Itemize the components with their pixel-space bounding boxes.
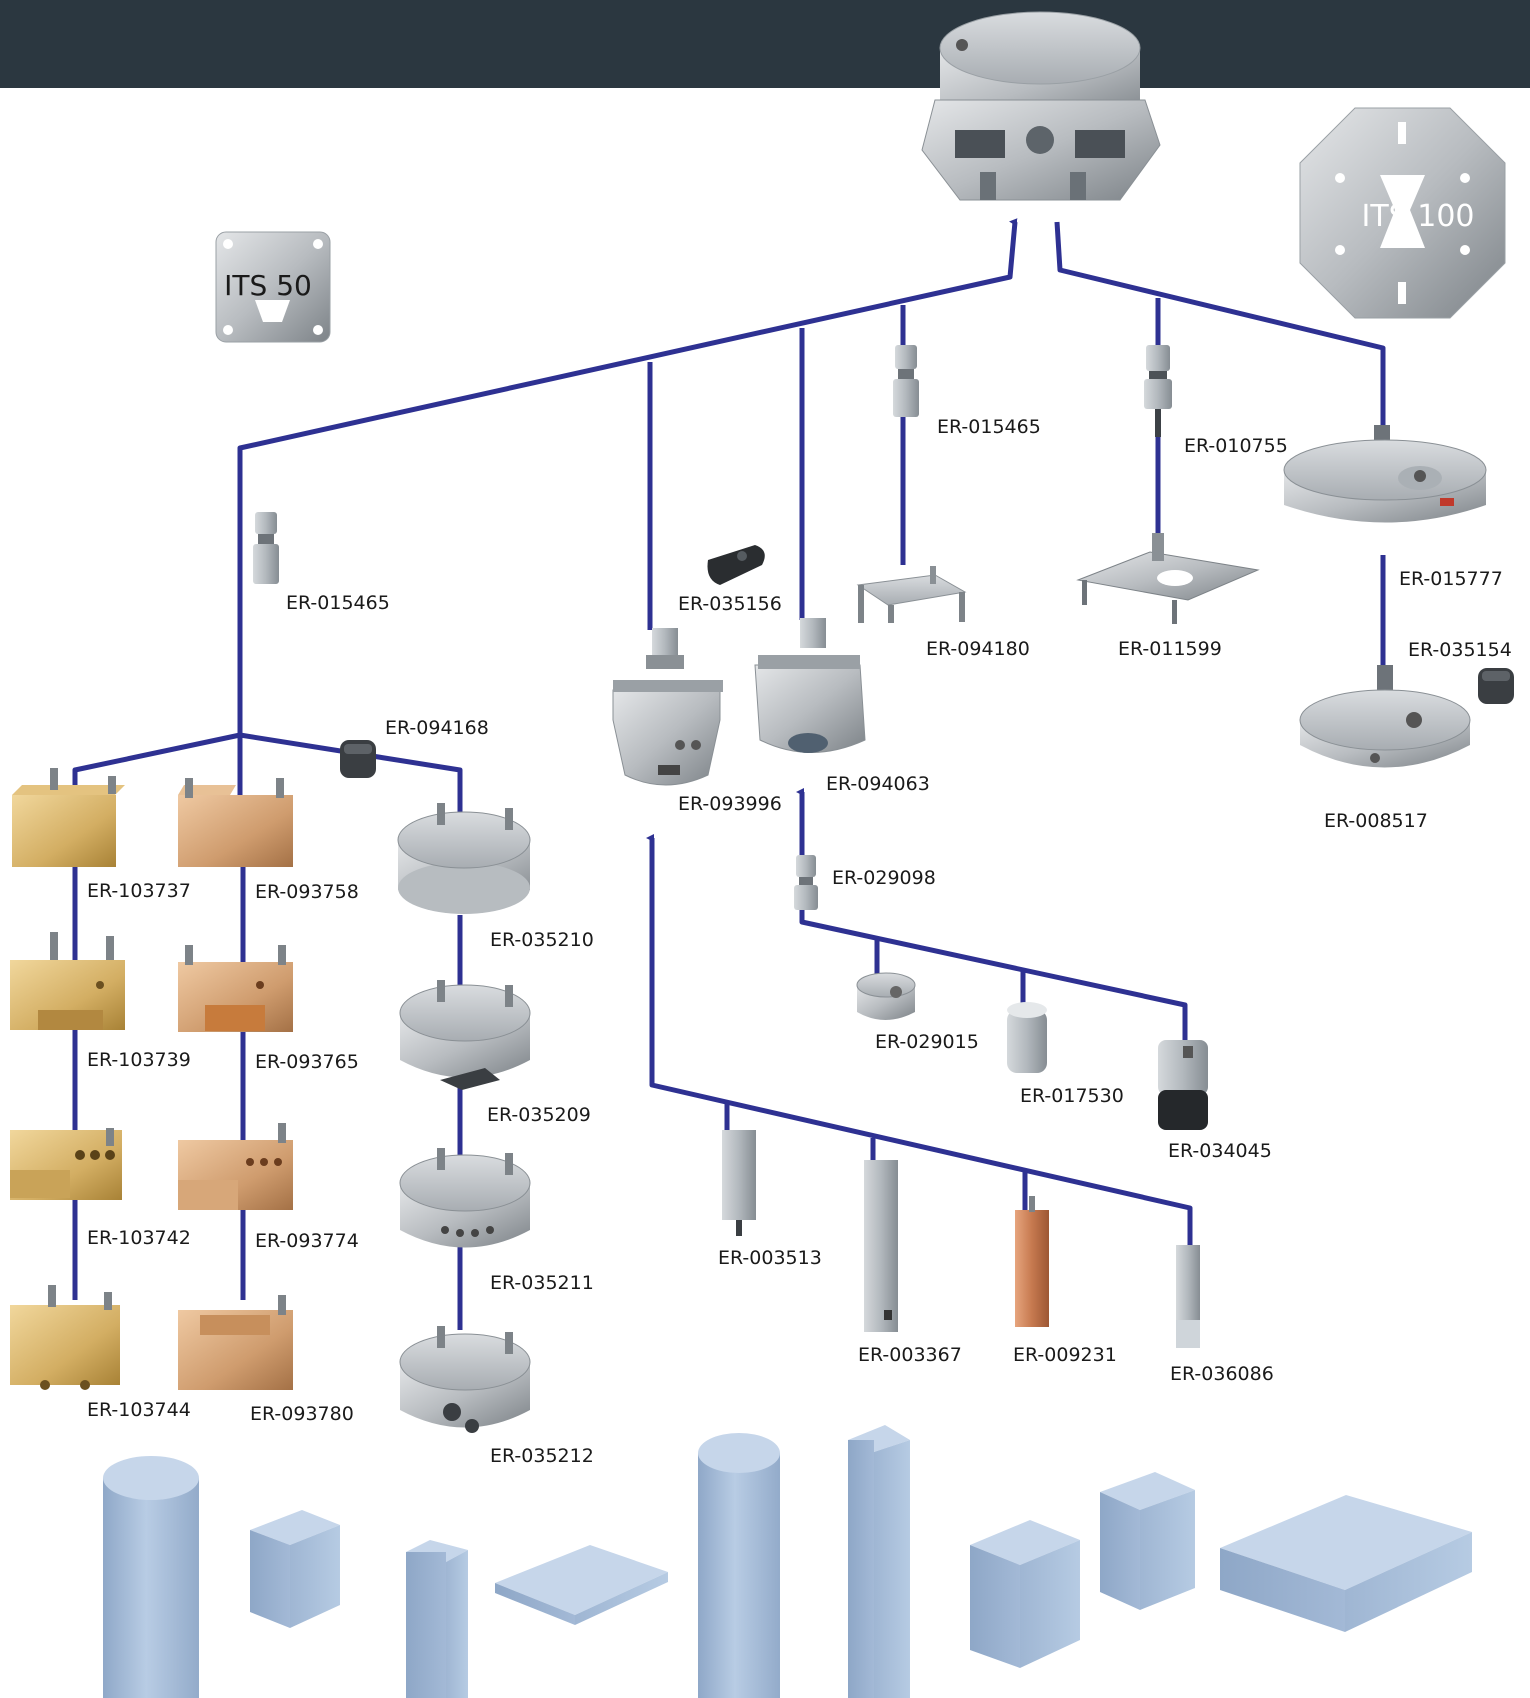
workpiece-block-1	[1220, 1495, 1472, 1632]
workpiece-cylinder-2	[698, 1433, 780, 1698]
chuck-icon-094063	[754, 618, 866, 753]
label-er-034045: ER-034045	[1168, 1140, 1272, 1162]
workpiece-cylinder-1	[103, 1456, 199, 1698]
label-er-035211: ER-035211	[490, 1272, 594, 1294]
label-er-103744: ER-103744	[87, 1399, 191, 1421]
workpiece-bar-2	[848, 1425, 910, 1698]
label-er-003513: ER-003513	[718, 1247, 822, 1269]
label-er-103742: ER-103742	[87, 1227, 191, 1249]
coupling-icon-029098	[794, 855, 818, 910]
label-er-015777: ER-015777	[1399, 568, 1503, 590]
label-er-029015: ER-029015	[875, 1031, 979, 1053]
connector-main-left	[237, 218, 1018, 458]
label-er-093774: ER-093774	[255, 1230, 359, 1252]
electrode-icon-093765	[178, 945, 293, 1032]
part-labels: ER-015465 ER-010755 ER-015777 ER-015465 …	[87, 416, 1512, 1467]
workpiece-box-3	[1100, 1472, 1195, 1610]
connector-main-right	[1054, 221, 1386, 430]
its100-plate: ITS 100	[1299, 107, 1506, 319]
label-er-103739: ER-103739	[87, 1049, 191, 1071]
electrode-icon-103742	[10, 1128, 122, 1200]
adapter-icon-035154	[1478, 668, 1514, 704]
chuck-icon-008517	[1299, 665, 1471, 768]
label-er-036086: ER-036086	[1170, 1363, 1274, 1385]
label-er-094168: ER-094168	[385, 717, 489, 739]
holder-icon-034045	[1158, 1040, 1208, 1130]
its100-label: ITS 100	[1361, 199, 1474, 234]
holder-icon-035209	[399, 980, 531, 1090]
label-er-093758: ER-093758	[255, 881, 359, 903]
label-er-035210: ER-035210	[490, 929, 594, 951]
connector-rods-branch	[649, 1078, 1193, 1245]
label-er-093780: ER-093780	[250, 1403, 354, 1425]
rod-icon-009231	[1015, 1196, 1049, 1327]
holder-icon-017530	[1007, 1002, 1047, 1073]
main-chuck-image	[921, 11, 1161, 201]
label-er-103737: ER-103737	[87, 880, 191, 902]
chuck-icon-093996	[612, 628, 723, 786]
workpiece-box-2	[970, 1520, 1080, 1668]
its50-plate: ITS 50	[215, 231, 331, 343]
rod-icon-036086	[1176, 1245, 1200, 1348]
connector-lines	[72, 218, 1386, 1330]
holder-icon-035210	[397, 803, 531, 914]
electrode-icon-103744	[10, 1285, 120, 1390]
label-er-017530: ER-017530	[1020, 1085, 1124, 1107]
holder-icon-035212	[399, 1326, 531, 1433]
label-er-003367: ER-003367	[858, 1344, 962, 1366]
label-er-035212: ER-035212	[490, 1445, 594, 1467]
workpieces	[103, 1425, 1472, 1698]
adapter-icon-035156	[707, 545, 765, 585]
workpiece-bar-1	[406, 1540, 468, 1698]
pallet-icon-094180	[856, 566, 967, 623]
coupling-icon-010755	[1144, 345, 1172, 437]
rod-icon-003367	[864, 1160, 898, 1332]
label-er-093996: ER-093996	[678, 793, 782, 815]
workpiece-box-1	[250, 1510, 340, 1628]
label-er-011599: ER-011599	[1118, 638, 1222, 660]
label-er-094063: ER-094063	[826, 773, 930, 795]
pallet-icon-011599	[1076, 533, 1260, 624]
label-er-029098: ER-029098	[832, 867, 936, 889]
label-er-035154: ER-035154	[1408, 639, 1512, 661]
label-er-009231: ER-009231	[1013, 1344, 1117, 1366]
adapter-icon-094168	[340, 740, 376, 778]
coupling-icon-015465-top	[893, 345, 919, 417]
rod-icon-003513	[722, 1130, 756, 1236]
label-er-015465-left: ER-015465	[286, 592, 390, 614]
electrode-icon-093774	[178, 1123, 293, 1210]
label-er-015465-top: ER-015465	[937, 416, 1041, 438]
electrode-icon-103737	[12, 768, 125, 867]
holder-icon-029015	[856, 972, 916, 1020]
label-er-010755: ER-010755	[1184, 435, 1288, 457]
label-er-035156: ER-035156	[678, 593, 782, 615]
holder-icon-035211	[399, 1148, 531, 1248]
electrode-icon-093758	[178, 778, 293, 867]
electrode-icon-093780	[178, 1295, 293, 1390]
workpiece-plate-1	[495, 1545, 668, 1625]
connector-029098-branch	[799, 910, 1188, 1040]
chuck-icon-015777	[1283, 425, 1487, 523]
header-bar	[0, 0, 1530, 88]
label-er-093765: ER-093765	[255, 1051, 359, 1073]
its50-label: ITS 50	[224, 269, 312, 302]
label-er-094180: ER-094180	[926, 638, 1030, 660]
label-er-035209: ER-035209	[487, 1104, 591, 1126]
coupling-icon-015465-left	[253, 512, 279, 584]
electrode-icon-103739	[10, 932, 125, 1030]
label-er-008517: ER-008517	[1324, 810, 1428, 832]
